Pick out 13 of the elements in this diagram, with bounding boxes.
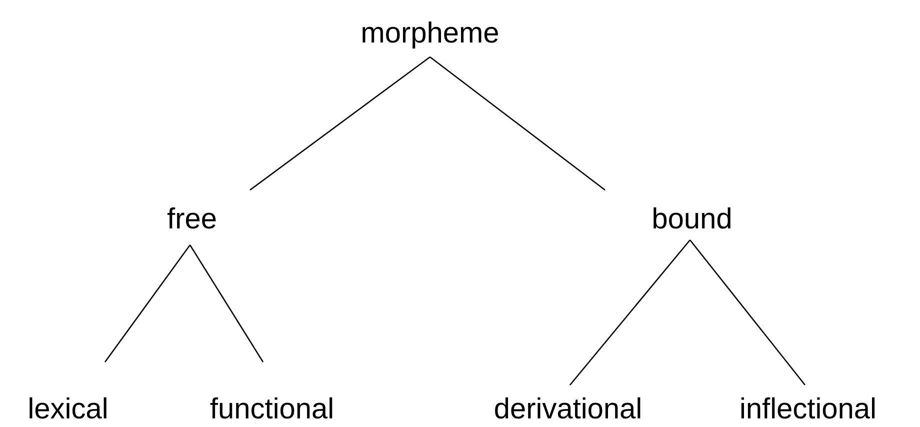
tree-node-label: derivational <box>495 397 640 419</box>
tree-node-label: functional <box>210 397 332 419</box>
tree-node-label: inflectional <box>741 397 875 419</box>
tree-node-label: lexical <box>30 397 106 419</box>
tree-node-label: free <box>167 207 216 229</box>
tree-node-label: bound <box>654 207 730 229</box>
tree-branch-line <box>430 56 606 190</box>
tree-node-label: morpheme <box>362 21 498 48</box>
tree-branch-line <box>570 240 690 386</box>
tree-branch-line <box>189 244 264 362</box>
tree-branch-line <box>104 244 191 362</box>
tree-branch-line <box>250 56 430 190</box>
tree-branch-line <box>690 240 806 386</box>
